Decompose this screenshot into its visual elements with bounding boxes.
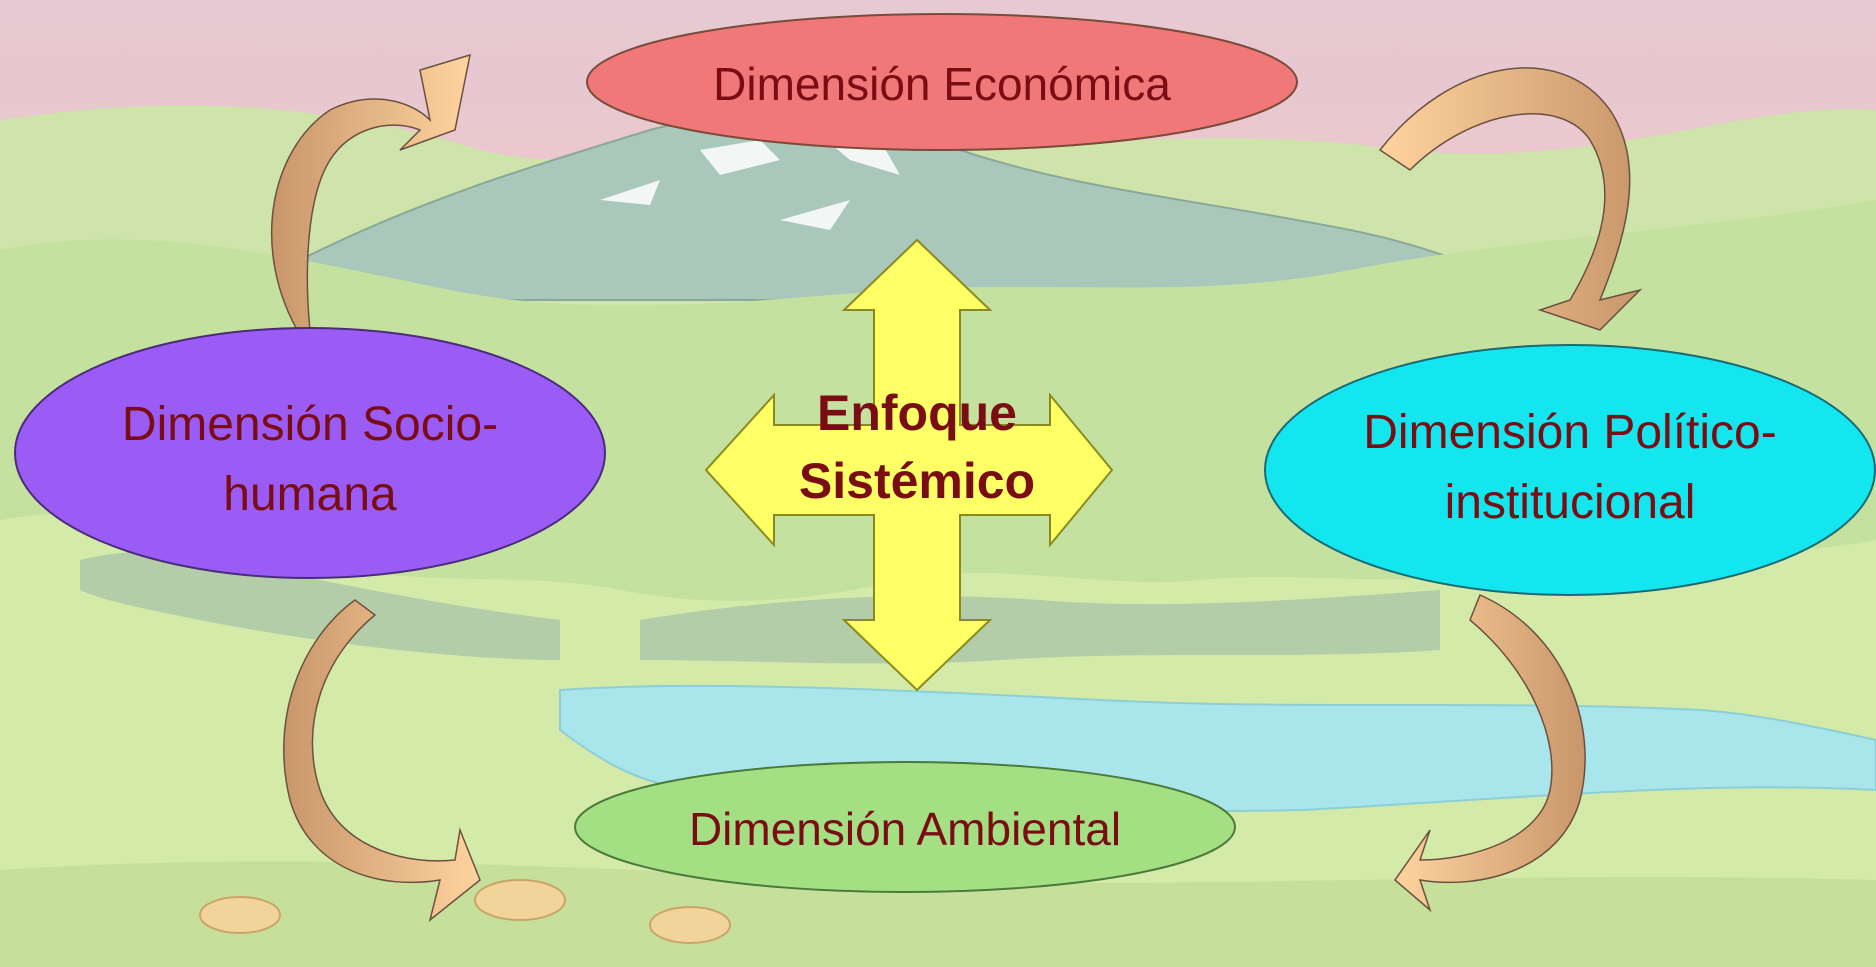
node-ambiental: Dimensión Ambiental bbox=[574, 761, 1236, 893]
center-title-line1: Enfoque bbox=[817, 385, 1017, 441]
arrow-ambiental-to-socio bbox=[283, 599, 481, 922]
bushes-left bbox=[80, 551, 560, 660]
node-ambiental-shape bbox=[574, 761, 1236, 893]
node-economica-shape bbox=[586, 13, 1298, 151]
arrow-socio-to-economica bbox=[270, 53, 471, 336]
node-politico: Dimensión Político- institucional bbox=[1264, 344, 1876, 596]
node-sociohumana-line2: humana bbox=[223, 468, 397, 521]
node-sociohumana: Dimensión Socio- humana bbox=[14, 327, 606, 579]
node-sociohumana-line1: Dimensión Socio- bbox=[122, 398, 498, 451]
node-politico-line1: Dimensión Político- bbox=[1363, 406, 1776, 459]
arrow-politico-to-ambiental bbox=[1393, 594, 1586, 913]
bushes-center bbox=[640, 590, 1440, 664]
node-politico-shape bbox=[1264, 344, 1876, 596]
node-politico-line2: institucional bbox=[1445, 476, 1696, 529]
node-ambiental-label: Dimensión Ambiental bbox=[689, 803, 1121, 855]
cycle-arrows bbox=[270, 53, 1643, 922]
center-title-line2: Sistémico bbox=[799, 453, 1035, 509]
center-cross: Enfoque Sistémico bbox=[704, 238, 1114, 692]
node-sociohumana-shape bbox=[14, 327, 606, 579]
node-economica-label: Dimensión Económica bbox=[713, 58, 1171, 110]
arrow-economica-to-politico bbox=[1378, 67, 1643, 331]
flowers bbox=[199, 879, 731, 944]
center-cross-shape bbox=[704, 238, 1114, 692]
node-economica: Dimensión Económica bbox=[586, 13, 1298, 151]
